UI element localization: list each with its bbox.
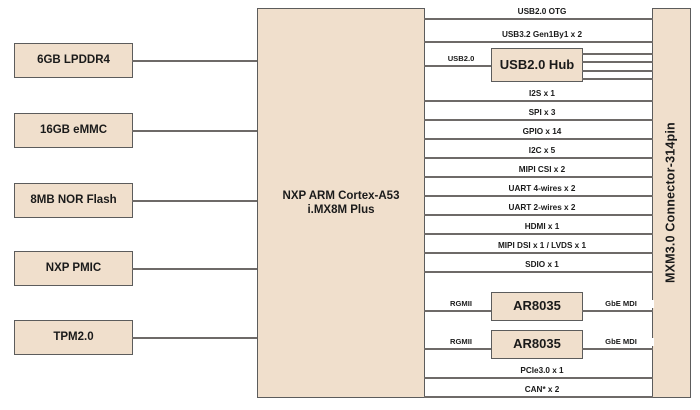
- wire-usb32: [424, 41, 653, 43]
- cpu-label-line2: i.MX8M Plus: [307, 204, 375, 216]
- peripheral-box-pmic[interactable]: NXP PMIC: [14, 251, 133, 286]
- cpu-block[interactable]: NXP ARM Cortex-A53 i.MX8M Plus: [257, 8, 425, 398]
- ethernet-phy-block-1[interactable]: AR8035: [491, 292, 583, 321]
- wire-label-i2s: I2S x 1: [464, 89, 620, 99]
- wire-i2c: [424, 157, 653, 159]
- wire-label-rgmii-2: RGMII: [429, 338, 493, 346]
- peripheral-box-emmc[interactable]: 16GB eMMC: [14, 113, 133, 148]
- wire-pmic-to-cpu: [132, 268, 258, 270]
- wire-hdmi: [424, 233, 653, 235]
- wire-uart-4wires: [424, 195, 653, 197]
- wire-uart-2wires: [424, 214, 653, 216]
- wire-hub-port-3: [582, 70, 653, 72]
- cpu-label-line1: NXP ARM Cortex-A53: [282, 189, 400, 202]
- wire-label-gpio: GPIO x 14: [464, 127, 620, 137]
- wire-spi: [424, 119, 653, 121]
- wire-label-hdmi: HDMI x 1: [464, 222, 620, 232]
- wire-label-rgmii-1: RGMII: [429, 300, 493, 308]
- wire-label-uart-2wires: UART 2-wires x 2: [464, 203, 620, 213]
- peripheral-label: TPM2.0: [53, 331, 94, 344]
- ethernet-phy-label: AR8035: [513, 336, 561, 352]
- wire-emmc-to-cpu: [132, 130, 258, 132]
- wire-can: [424, 396, 653, 398]
- usb-hub-label: USB2.0 Hub: [499, 56, 575, 72]
- wire-mipi-csi: [424, 176, 653, 178]
- mxm-connector-block[interactable]: MXM3.0 Connector-314pin: [652, 8, 691, 398]
- ethernet-phy-block-2[interactable]: AR8035: [491, 330, 583, 359]
- wire-i2s: [424, 100, 653, 102]
- wire-mipi-dsi-lvds: [424, 252, 653, 254]
- wire-usb2-otg: [424, 18, 653, 20]
- wire-label-sdio: SDIO x 1: [464, 260, 620, 270]
- wire-rgmii-1: [424, 310, 492, 312]
- wire-tpm-to-cpu: [132, 337, 258, 339]
- wire-gbe-mdi-1: [582, 310, 653, 312]
- wire-label-spi: SPI x 3: [464, 108, 620, 118]
- peripheral-label: 8MB NOR Flash: [30, 194, 117, 207]
- peripheral-label: 6GB LPDDR4: [37, 54, 110, 67]
- peripheral-label: NXP PMIC: [45, 262, 102, 275]
- wire-hub-port-2: [582, 61, 653, 63]
- wire-label-gbe-mdi-2: GbE MDI: [588, 338, 654, 346]
- connector-label: MXM3.0 Connector-314pin: [663, 122, 678, 284]
- peripheral-box-nor-flash[interactable]: 8MB NOR Flash: [14, 183, 133, 218]
- wire-nor-flash-to-cpu: [132, 200, 258, 202]
- peripheral-label: 16GB eMMC: [39, 124, 108, 137]
- wire-gpio: [424, 138, 653, 140]
- wire-label-mipi-dsi-lvds: MIPI DSI x 1 / LVDS x 1: [464, 241, 620, 251]
- wire-label-i2c: I2C x 5: [464, 146, 620, 156]
- wire-hub-port-4: [582, 78, 653, 80]
- wire-label-uart-4wires: UART 4-wires x 2: [464, 184, 620, 194]
- wire-label-usb32: USB3.2 Gen1By1 x 2: [464, 30, 620, 40]
- wire-label-pcie: PCIe3.0 x 1: [464, 366, 620, 376]
- usb-hub-block[interactable]: USB2.0 Hub: [491, 48, 583, 82]
- wire-hub-port-1: [582, 53, 653, 55]
- wire-label-can: CAN* x 2: [464, 385, 620, 395]
- wire-label-usb2-otg: USB2.0 OTG: [464, 7, 620, 17]
- peripheral-box-tpm[interactable]: TPM2.0: [14, 320, 133, 355]
- wire-usb2-to-hub: [424, 65, 492, 67]
- peripheral-box-lpddr4[interactable]: 6GB LPDDR4: [14, 43, 133, 78]
- wire-sdio: [424, 271, 653, 273]
- ethernet-phy-label: AR8035: [513, 298, 561, 314]
- wire-label-gbe-mdi-1: GbE MDI: [588, 300, 654, 308]
- wire-label-usb2: USB2.0: [429, 55, 493, 63]
- wire-rgmii-2: [424, 348, 492, 350]
- wire-label-mipi-csi: MIPI CSI x 2: [464, 165, 620, 175]
- wire-gbe-mdi-2: [582, 348, 653, 350]
- wire-lpddr4-to-cpu: [132, 60, 258, 62]
- wire-pcie: [424, 377, 653, 379]
